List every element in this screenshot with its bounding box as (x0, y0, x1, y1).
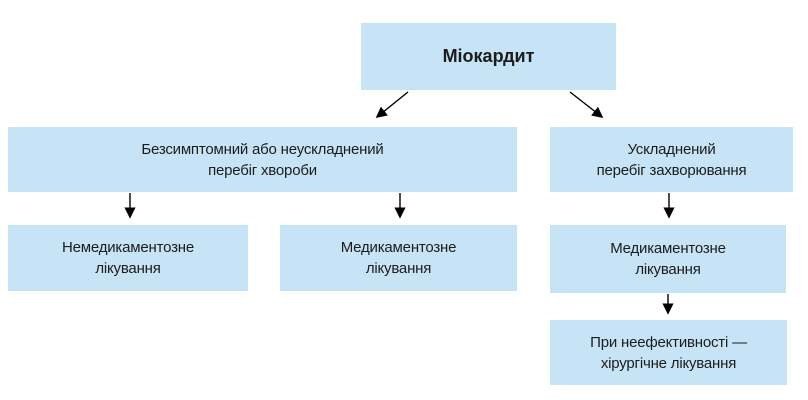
arrow-root-to-complicated (569, 91, 604, 119)
node-non-drug-treatment: Немедикаментозне лікування (8, 225, 248, 291)
node-drug-treatment-right: Медикаментозне лікування (550, 225, 786, 293)
node-asymptomatic-course: Безсимптомний або неускладнений перебіг … (8, 127, 517, 192)
node-myocarditis: Міокардит (361, 23, 616, 90)
arrow-root-to-asymptomatic (375, 91, 409, 119)
node-complicated-course: Ускладнений перебіг захворювання (550, 127, 793, 192)
node-drug-treatment-left: Медикаментозне лікування (280, 225, 517, 291)
node-surgical-treatment: При неефективності — хірургічне лікуванн… (550, 320, 787, 385)
